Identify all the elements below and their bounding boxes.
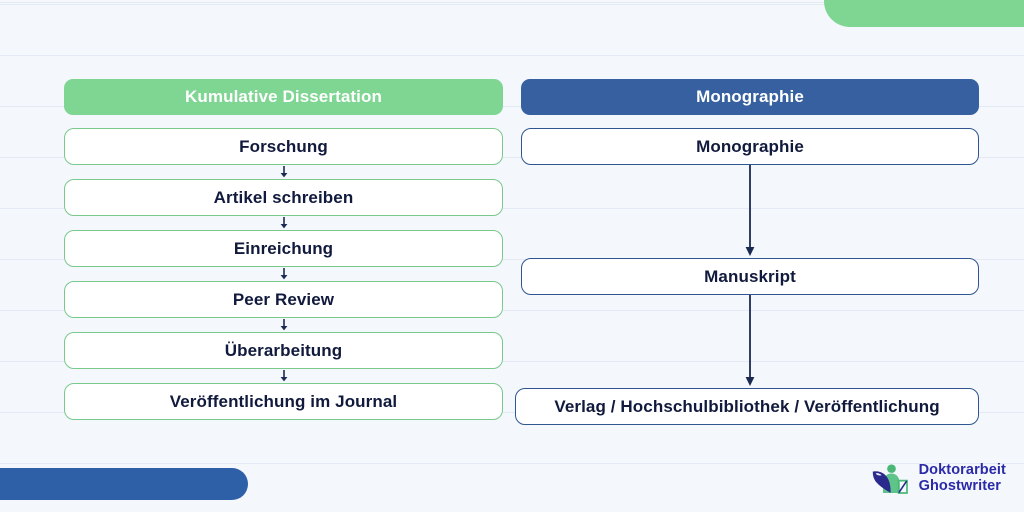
arrow-down-icon <box>64 318 503 332</box>
column-header-monographie: Monographie <box>521 79 979 115</box>
node-einreichung[interactable]: Einreichung <box>64 230 503 267</box>
spacer <box>521 115 979 128</box>
arrow-down-long-icon <box>521 295 979 388</box>
node-forschung[interactable]: Forschung <box>64 128 503 165</box>
node-artikel-schreiben[interactable]: Artikel schreiben <box>64 179 503 216</box>
arrow-down-long-icon <box>521 165 979 258</box>
column-monographie: Monographie Monographie Manuskript Verla… <box>515 79 979 425</box>
arrow-down-icon <box>64 216 503 230</box>
decorative-blue-bar <box>0 468 248 500</box>
graduate-figure-book-icon <box>872 464 908 494</box>
arrow-down-icon <box>64 369 503 383</box>
node-manuskript[interactable]: Manuskript <box>521 258 979 295</box>
node-verlag-hochschulbibliothek-veroeffentlichung[interactable]: Verlag / Hochschulbibliothek / Veröffent… <box>515 388 979 425</box>
column-header-kumulative-dissertation: Kumulative Dissertation <box>64 79 503 115</box>
node-peer-review[interactable]: Peer Review <box>64 281 503 318</box>
decorative-green-banner <box>824 0 1024 27</box>
column-kumulative-dissertation: Kumulative Dissertation Forschung Artike… <box>64 79 503 420</box>
logo-wordmark: Doktorarbeit Ghostwriter <box>919 463 1006 494</box>
logo-line-1: Doktorarbeit <box>918 462 1006 479</box>
arrow-down-icon <box>64 267 503 281</box>
brand-logo: Doktorarbeit Ghostwriter <box>871 462 1006 496</box>
node-monographie[interactable]: Monographie <box>521 128 979 165</box>
node-ueberarbeitung[interactable]: Überarbeitung <box>64 332 503 369</box>
spacer <box>64 115 503 128</box>
logo-line-2: Ghostwriter <box>918 478 1002 494</box>
node-veroeffentlichung-im-journal[interactable]: Veröffentlichung im Journal <box>64 383 503 420</box>
arrow-down-icon <box>64 165 503 179</box>
